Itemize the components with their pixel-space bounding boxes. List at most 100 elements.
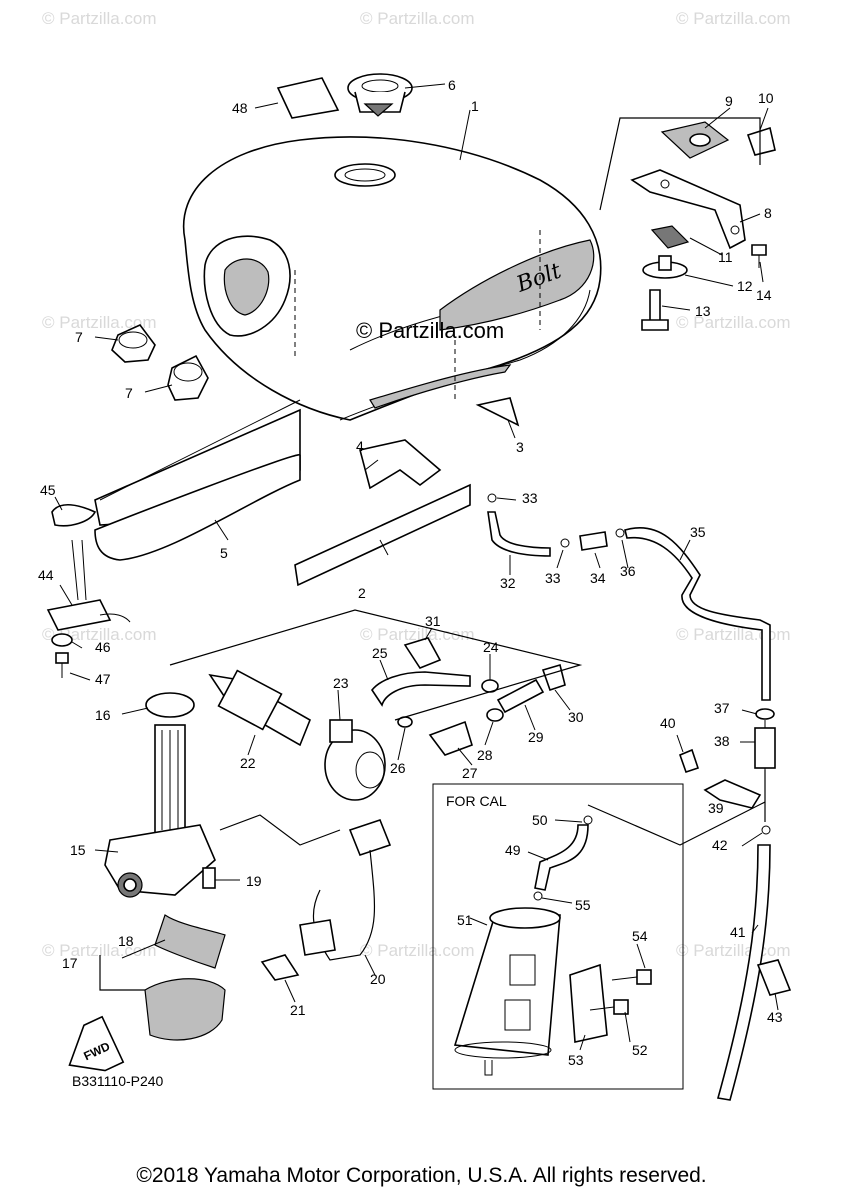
callout-label: 33 [545,570,561,586]
canister-bracket [569,963,608,1043]
hose-clip [487,493,497,503]
copyright-notice: ©2018 Yamaha Motor Corporation, U.S.A. A… [136,1164,707,1187]
hose-clip [615,528,625,538]
clamp [260,954,300,981]
callout-label: 7 [125,385,133,401]
hose-clip [583,815,593,825]
callout-label: 50 [532,812,548,828]
callout-label: 15 [70,842,86,858]
callout-label: 29 [528,729,544,745]
callout-label: 5 [220,545,228,561]
screw [678,748,700,774]
clip [403,637,442,669]
callout-label: 47 [95,671,111,687]
damper-hole [689,133,711,147]
fuel-pump [324,719,386,801]
cover [144,978,226,1041]
canister [453,907,561,1076]
fuel-cock [104,724,216,898]
callout-label: 44 [38,567,54,583]
watermark: © Partzilla.com [360,9,475,28]
callout-label: 10 [758,90,774,106]
bolt [589,999,629,1015]
tank-side-cap [167,354,209,401]
callout-label: 48 [232,100,248,116]
callout-label: 4 [356,438,364,454]
fuel-sender [46,539,131,631]
callout-label: 9 [725,93,733,109]
bolt [611,969,652,985]
callout-label: 8 [764,205,772,221]
canister-hose [534,824,589,891]
hose-holder [756,959,792,996]
watermark: © Partzilla.com [676,941,791,960]
watermark: © Partzilla.com [676,313,791,332]
callout-label: 33 [522,490,538,506]
callout-label: 41 [730,924,746,940]
callout-label: 46 [95,639,111,655]
screw [55,652,69,678]
callout-label: 37 [714,700,730,716]
damper-lower [650,225,690,249]
callout-label: 18 [118,933,134,949]
leader-lines [54,83,779,1051]
o-ring [51,504,97,527]
hose-clamp [755,708,775,720]
gasket [145,692,195,718]
diagram-reference: B331110-P240 [72,1073,164,1089]
callout-label: 23 [333,675,349,691]
callout-label: 53 [568,1052,584,1068]
callout-label: 11 [718,249,733,265]
cover [154,914,226,969]
filler-cap [347,73,413,117]
joint [541,663,566,692]
main-watermark: © Partzilla.com [356,318,504,343]
watermark: © Partzilla.com [42,9,157,28]
callout-label: 36 [620,563,636,579]
bracket [703,779,762,809]
callout-label: 25 [372,645,388,661]
hose [496,678,545,714]
callout-label: 38 [714,733,730,749]
forward-arrow: FWD [68,1015,125,1072]
small-plate [475,397,520,427]
callout-label: 19 [246,873,262,889]
callout-label: 17 [62,955,78,971]
callout-label: 6 [448,77,456,93]
callout-label: 28 [477,747,493,763]
tank-mount-bracket [630,169,746,250]
callout-label: 26 [390,760,406,776]
callout-label: 34 [590,570,606,586]
hose-clip [533,891,543,901]
callout-labels: 1 2 3 4 5 6 7 7 8 9 10 11 12 13 14 15 16… [38,77,783,1068]
hose-clip [761,825,771,835]
callout-label: 35 [690,524,706,540]
watermark: © Partzilla.com [360,625,475,644]
fuel-hose [716,844,771,1101]
hose-clamp [486,708,504,722]
for-cal-label: FOR CAL [446,793,507,809]
gasket [51,633,73,647]
side-cover [94,454,301,561]
tank-emblem-trim [294,483,471,587]
callout-label: 14 [756,287,772,303]
callout-label: 2 [358,585,366,601]
screw [751,244,767,268]
callout-label: 49 [505,842,521,858]
callout-label: 13 [695,303,711,319]
screw [202,867,216,889]
callout-label: 3 [516,439,524,455]
hose-clip [560,538,570,548]
callout-label: 54 [632,928,648,944]
callout-label: 30 [568,709,584,725]
callout-label: 21 [290,1002,306,1018]
tank-pad [276,77,340,119]
callout-label: 51 [457,912,473,928]
tank-side-cap [111,324,156,363]
breather-hose [487,511,551,557]
watermark: © Partzilla.com [360,941,475,960]
callout-label: 24 [483,639,499,655]
fuel-hose [371,671,471,707]
for-cal-box [432,783,684,1090]
